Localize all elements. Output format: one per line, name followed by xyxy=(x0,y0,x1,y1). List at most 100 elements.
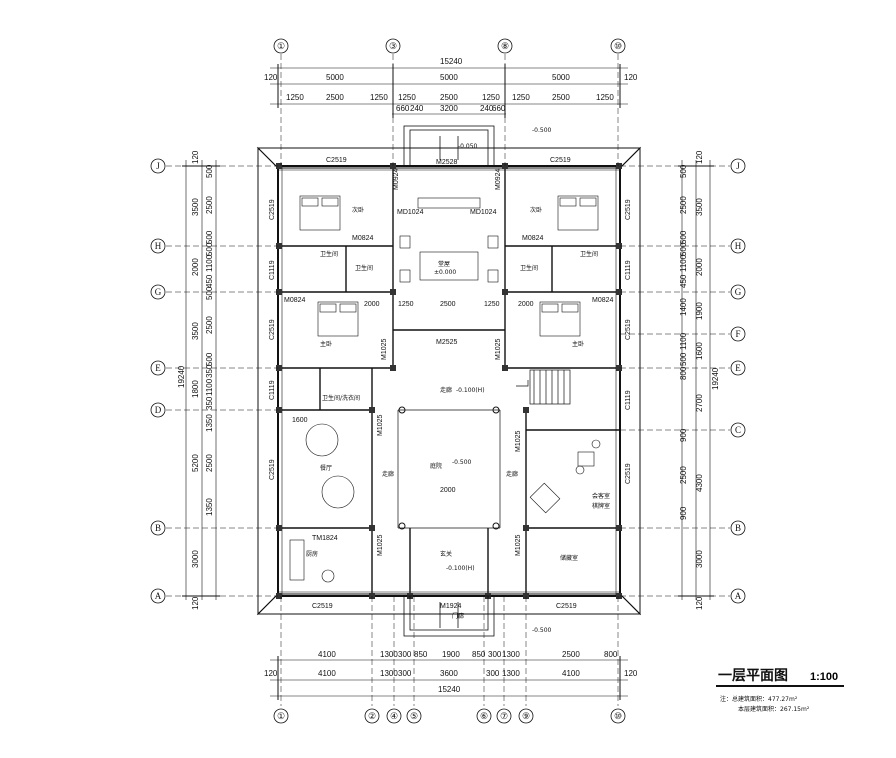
label-doors-c2519: C2519 xyxy=(312,603,333,610)
label-dims_top-b: 5000 xyxy=(440,73,458,82)
label-axes_bottom-4: ⑥ xyxy=(480,711,488,721)
room-bedroom2-left: 次卧 xyxy=(352,206,364,214)
label-doors-m0824: M0824 xyxy=(284,297,306,304)
label-dims_top-row3-7: 2500 xyxy=(552,93,570,102)
label-dims_bottom-row1-9: 800 xyxy=(604,650,618,659)
label-doors-c2519: C2519 xyxy=(625,319,632,340)
label-dims_right-seg-1: 3500 xyxy=(695,198,704,216)
label-dims_bottom-row2-6: 4100 xyxy=(562,669,580,678)
label-dims_bottom-row1-4: 1900 xyxy=(442,650,460,659)
label-axes_bottom-6: ⑨ xyxy=(522,711,530,721)
label-dims_left-sub-3: 500 xyxy=(205,242,214,256)
label-dims_left-seg-3: 3500 xyxy=(191,322,200,340)
label-axes_bottom-7: ⑩ xyxy=(614,711,622,721)
label-doors-w1250: 1250 xyxy=(484,301,500,308)
label-dims_right-sub-11: 2500 xyxy=(679,466,688,484)
area-total: 注：总建筑面积：477.27m² xyxy=(720,695,798,703)
label-axes_right-4: E xyxy=(735,363,741,373)
label-dims_right-seg-5: 2700 xyxy=(695,394,704,412)
room-hall-elev: ±0.000 xyxy=(434,269,456,276)
label-axes_top-2: ⑧ xyxy=(501,41,509,51)
label-axes_bottom-3: ⑤ xyxy=(410,711,418,721)
area-floor: 本层建筑面积：267.15m² xyxy=(738,705,810,713)
label-dims_right-total: 19240 xyxy=(711,367,720,390)
label-dims_right-sub-7: 1100 xyxy=(679,332,688,350)
label-dims_left-seg-6: 3000 xyxy=(191,550,200,568)
label-doors-c2519: C2519 xyxy=(326,157,347,164)
label-dims_bottom-row2-4: 300 xyxy=(486,669,500,678)
interior-walls xyxy=(278,166,620,596)
label-dims_top-edge: 120 xyxy=(264,73,278,82)
label-doors-c2519: C2519 xyxy=(625,199,632,220)
axis-bubbles xyxy=(150,38,746,724)
label-dims_left-seg-0: 120 xyxy=(191,150,200,164)
label-dims_right-sub-4: 1100 xyxy=(679,254,688,272)
label-dims_left-sub-1: 2500 xyxy=(205,196,214,214)
label-doors-c1119: C1119 xyxy=(269,380,276,400)
label-dims_right-sub-12: 900 xyxy=(679,506,688,520)
room-bath-laundry: 卫生间/洗衣间 xyxy=(322,394,360,402)
room-tea: 会客室 xyxy=(592,492,610,500)
label-dims_top-row3-3: 1250 xyxy=(398,93,416,102)
label-axes_right-2: G xyxy=(735,287,742,297)
label-dims_top-row3-6: 1250 xyxy=(512,93,530,102)
label-dims_left-seg-2: 2000 xyxy=(191,258,200,276)
label-dims_bottom-row2-5: 1300 xyxy=(502,669,520,678)
ext-elev-bottom: -0.500 xyxy=(532,627,552,634)
label-axes_bottom-2: ④ xyxy=(390,711,398,721)
ext-elev-top: -0.500 xyxy=(532,127,552,134)
room-foyer: 玄关 xyxy=(440,550,452,558)
label-axes_right-7: A xyxy=(735,591,742,601)
room-corridor-elev: -0.100(H) xyxy=(456,387,485,394)
label-dims_top-row3-2: 1250 xyxy=(370,93,388,102)
label-dims_bottom-row1-7: 1300 xyxy=(502,650,520,659)
label-doors-c2519: C2519 xyxy=(269,199,276,220)
label-axes_bottom-1: ② xyxy=(368,711,376,721)
dims-right: 19240 120 3500 2000 1900 1600 2700 4300 … xyxy=(679,150,720,610)
label-dims_top-row4-2: 3200 xyxy=(440,104,458,113)
label-dims_top-a: 5000 xyxy=(326,73,344,82)
label-dims_bottom-row2-0: 4100 xyxy=(318,669,336,678)
label-axes_left-4: D xyxy=(155,405,162,415)
label-doors-w1250: 1250 xyxy=(398,301,414,308)
room-labels: 次卧 次卧 卫生间 卫生间 卫生间 卫生间 堂屋 ±0.000 主卧 主卧 走廊… xyxy=(306,127,610,634)
label-dims_right-sub-10: 900 xyxy=(679,428,688,442)
door-main-gate: M1924 xyxy=(440,603,462,610)
label-dims_right-sub-9: 800 xyxy=(679,366,688,380)
label-doors-md1024: MD1024 xyxy=(397,209,424,216)
label-dims_bottom-row1-0: 4100 xyxy=(318,650,336,659)
label-dims_bottom-row1-5: 850 xyxy=(472,650,486,659)
label-dims_bottom-row1-1: 1300 xyxy=(380,650,398,659)
label-dims_right-seg-2: 2000 xyxy=(695,258,704,276)
label-dims_top-row4-3: 240 xyxy=(480,104,494,113)
label-doors-m1025: M1025 xyxy=(377,414,384,436)
label-dims_top-row3-8: 1250 xyxy=(596,93,614,102)
label-dims_left-total: 19240 xyxy=(177,365,186,388)
label-doors-c2519: C2519 xyxy=(625,463,632,484)
plan-scale: 1:100 xyxy=(810,671,838,683)
label-axes_bottom-0: ① xyxy=(277,711,285,721)
label-dims_bottom-row1-2: 300 xyxy=(398,650,412,659)
label-axes_right-5: C xyxy=(735,425,741,435)
room-master-left: 主卧 xyxy=(320,340,332,348)
label-dims_bottom-total: 15240 xyxy=(438,685,461,694)
label-dims_top-row3-0: 1250 xyxy=(286,93,304,102)
label-dims_right-seg-3: 1900 xyxy=(695,302,704,320)
label-doors-c2519: C2519 xyxy=(556,603,577,610)
room-kitchen: 厨房 xyxy=(306,550,318,558)
room-tea-2: 棋牌室 xyxy=(592,502,610,510)
label-dims_right-seg-8: 120 xyxy=(695,596,704,610)
dims-bottom: 4100 1300 300 850 1900 850 300 1300 2500… xyxy=(264,650,638,694)
label-doors-m2528: M2528 xyxy=(436,159,458,166)
label-doors-w2500: 2500 xyxy=(440,301,456,308)
plan-title: 一层平面图 xyxy=(718,668,788,684)
label-dims_top-row4-0: 660 xyxy=(396,104,410,113)
label-doors-c1119: C1119 xyxy=(269,260,276,280)
label-doors-c1119: C1119 xyxy=(625,260,632,280)
label-dims_left-sub-7: 2500 xyxy=(205,316,214,334)
label-doors-c1119: C1119 xyxy=(625,390,632,410)
label-dims_bottom-row2-3: 3600 xyxy=(440,669,458,678)
label-dims_top-row3-5: 1250 xyxy=(482,93,500,102)
titles: 一层平面图 1:100 注：总建筑面积：477.27m² 本层建筑面积：267.… xyxy=(716,668,844,713)
